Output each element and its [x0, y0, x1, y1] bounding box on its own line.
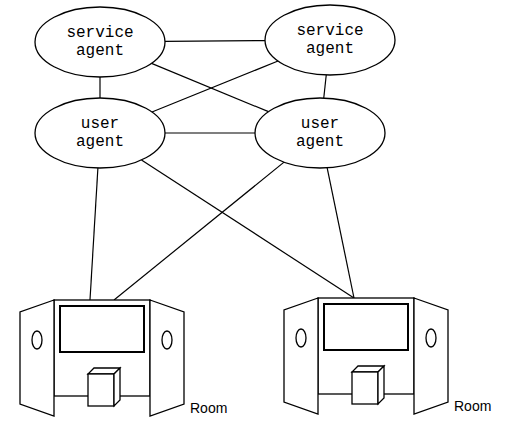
agent-label: service agent: [62, 24, 139, 60]
link-line: [165, 132, 255, 133]
link-line: [114, 162, 284, 300]
agent-label: user agent: [282, 115, 359, 151]
link-line: [327, 168, 354, 298]
room-label: Room: [454, 398, 491, 414]
link-line: [99, 77, 100, 98]
link-line: [152, 61, 278, 112]
agent-ellipse: service agent: [34, 6, 166, 78]
agent-ellipse: user agent: [34, 97, 166, 169]
booth-illustration: [282, 294, 450, 416]
room-booth: Room: [18, 296, 186, 418]
agent-label: user agent: [62, 115, 139, 151]
room-label: Room: [190, 400, 227, 416]
link-line: [165, 40, 265, 42]
link-line: [324, 75, 326, 98]
link-line: [90, 168, 98, 300]
agent-label: service agent: [292, 22, 369, 58]
booth-illustration: [18, 296, 186, 418]
room-booth: Room: [282, 294, 450, 416]
link-line: [141, 160, 354, 298]
agent-ellipse: user agent: [254, 97, 386, 169]
agent-ellipse: service agent: [264, 4, 396, 76]
